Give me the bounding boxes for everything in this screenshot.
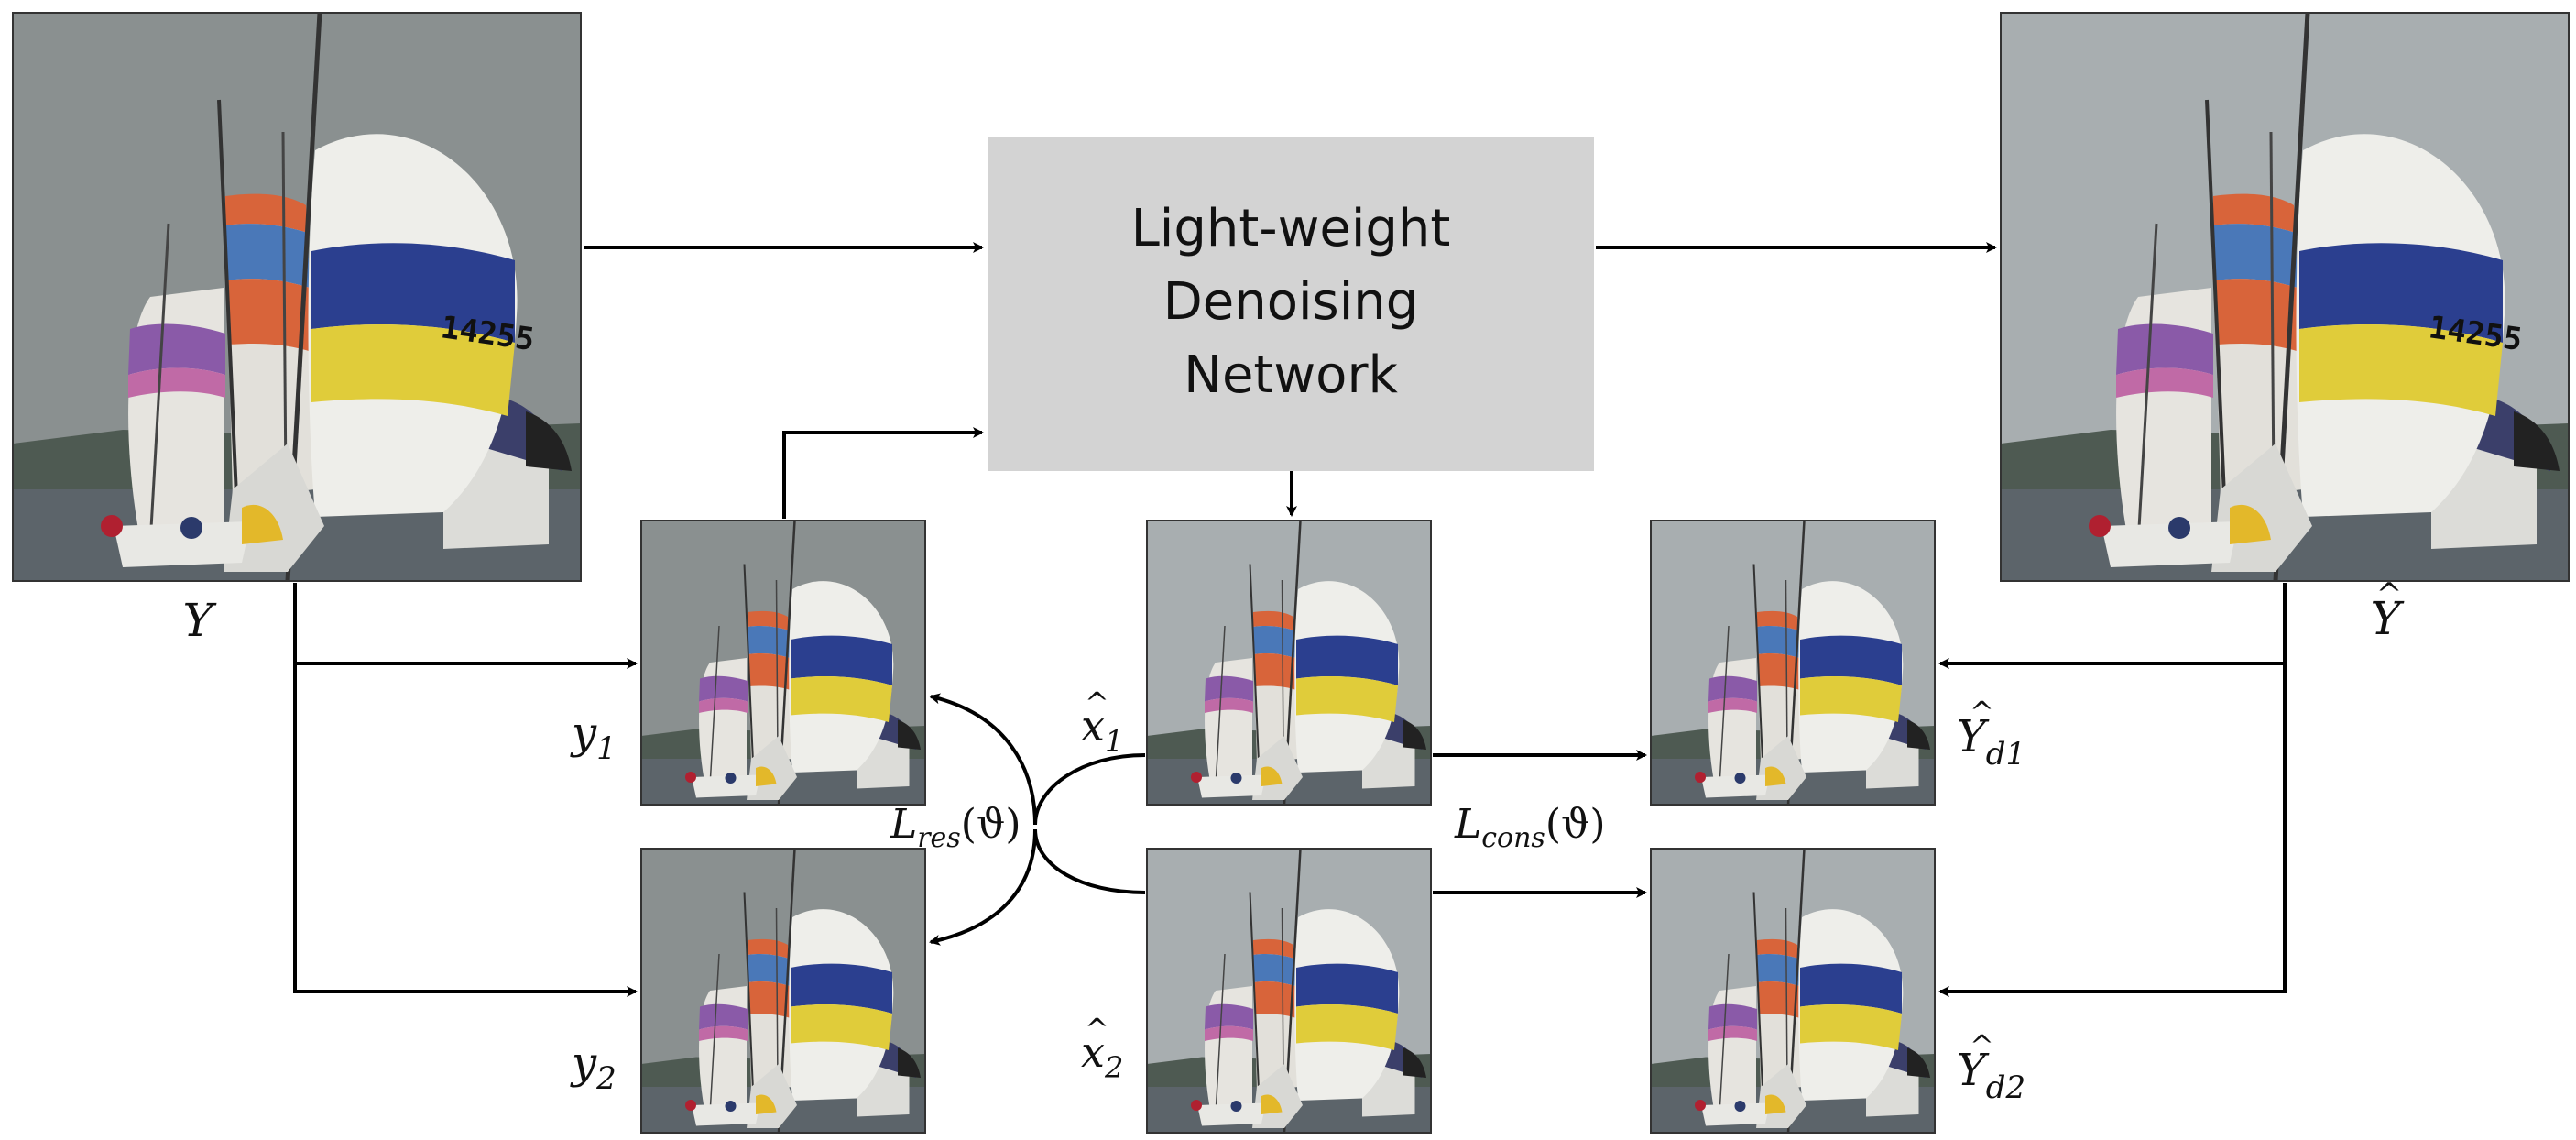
network-output-x1 [1146, 520, 1432, 806]
downsampled-denoised-Yd2 [1650, 848, 1936, 1134]
label-Yd2: Yd2 ^ [1957, 1028, 2025, 1106]
network-output-x2 [1146, 848, 1432, 1134]
arrow-Yhat-to-Yd2 [1938, 663, 2287, 997]
arrow-x1-to-y1-curve [929, 693, 1146, 826]
svg-text:^: ^ [1970, 695, 1994, 729]
downsampled-image-y1 [640, 520, 926, 806]
label-x2: x2 ^ [1081, 1012, 1123, 1085]
network-label-line2: Denoising [1163, 272, 1419, 332]
arrow-y1-to-network [782, 427, 984, 519]
noisy-image-Y: 14255 [12, 12, 582, 582]
label-Y: Y [182, 594, 216, 647]
svg-text:^: ^ [1085, 685, 1109, 720]
arrow-Yhat-to-Yd1 [1938, 583, 2287, 669]
denoising-network-box: Light-weight Denoising Network [988, 137, 1594, 471]
svg-text:Y: Y [2370, 592, 2404, 645]
svg-text:^: ^ [1085, 1012, 1109, 1047]
svg-text:y1: y1 [570, 707, 617, 767]
label-Lcons: Lcons(ϑ) [1454, 801, 1606, 854]
arrow-Y-to-y2 [293, 663, 638, 997]
denoised-image-Yhat: 14255 [2000, 12, 2570, 582]
label-Yd1: Yd1 ^ [1957, 695, 2025, 773]
label-x1: x1 ^ [1081, 685, 1123, 759]
network-label-line1: Light-weight [1131, 199, 1451, 258]
svg-text:x1: x1 [1081, 701, 1123, 759]
svg-text:Yd1: Yd1 [1957, 711, 2025, 773]
svg-text:Lcons(ϑ): Lcons(ϑ) [1454, 801, 1606, 854]
label-Yhat: Y ^ [2370, 576, 2404, 645]
arrows [293, 242, 2287, 997]
arrow-Y-to-y1 [293, 583, 638, 669]
svg-text:^: ^ [2376, 576, 2403, 613]
svg-text:Yd2: Yd2 [1957, 1045, 2025, 1106]
network-label-line3: Network [1184, 345, 1398, 405]
arrow-x2-to-y2-curve [929, 828, 1146, 946]
label-Lres: Lres(ϑ) [890, 801, 1021, 854]
downsampled-image-y2 [640, 848, 926, 1134]
svg-text:^: ^ [1970, 1028, 1994, 1063]
label-y2: y2 [570, 1037, 617, 1097]
label-y1: y1 [570, 707, 617, 767]
svg-text:x2: x2 [1081, 1027, 1123, 1085]
svg-text:y2: y2 [570, 1037, 617, 1097]
svg-text:Lres(ϑ): Lres(ϑ) [890, 801, 1021, 854]
downsampled-denoised-Yd1 [1650, 520, 1936, 806]
svg-text:Y: Y [182, 594, 216, 647]
